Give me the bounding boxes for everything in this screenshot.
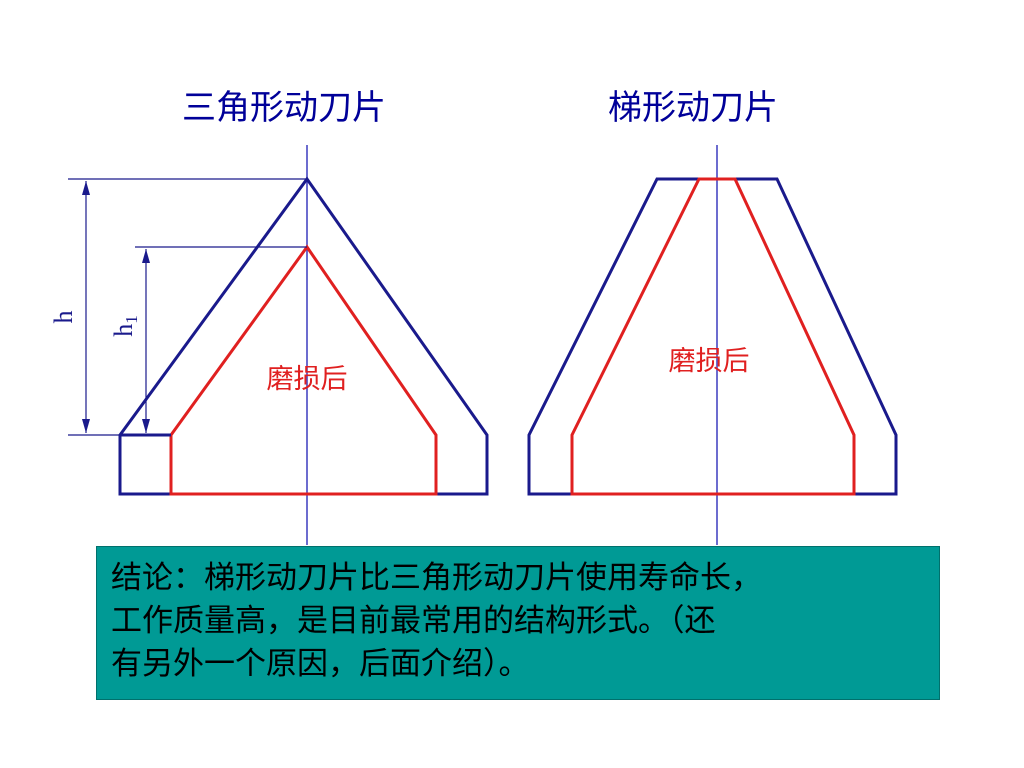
- dim-h1-label: h1: [109, 315, 141, 337]
- conclusion-line-2: 工作质量高，是目前最常用的结构形式。（还: [111, 603, 716, 639]
- title-triangular-blade: 三角形动刀片: [182, 88, 386, 128]
- dim-h1-label-base: h: [109, 324, 138, 337]
- dim-h-arrow-bottom: [82, 419, 90, 433]
- dim-h1-label-sub: 1: [122, 315, 141, 324]
- worn-label-right: 磨损后: [669, 346, 750, 377]
- dim-h1-arrow-bottom: [142, 419, 150, 433]
- conclusion-box: 结论：梯形动刀片比三角形动刀片使用寿命长， 工作质量高，是目前最常用的结构形式。…: [96, 546, 940, 700]
- worn-label-left: 磨损后: [267, 364, 348, 395]
- trapezoidal-blade-outline: [527, 177, 898, 496]
- dim-h-arrow-top: [82, 181, 90, 195]
- triangular-blade-worn-outline: [169, 244, 438, 496]
- trapezoidal-blade-worn-outline: [570, 177, 856, 496]
- dim-h1-arrow-top: [142, 249, 150, 263]
- conclusion-line-1: 结论：梯形动刀片比三角形动刀片使用寿命长，: [111, 560, 762, 596]
- dim-h-label: h: [49, 311, 78, 324]
- conclusion-line-3: 有另外一个原因，后面介绍）。: [111, 646, 530, 682]
- title-trapezoidal-blade: 梯形动刀片: [608, 88, 778, 128]
- triangular-blade-outline: [118, 176, 489, 496]
